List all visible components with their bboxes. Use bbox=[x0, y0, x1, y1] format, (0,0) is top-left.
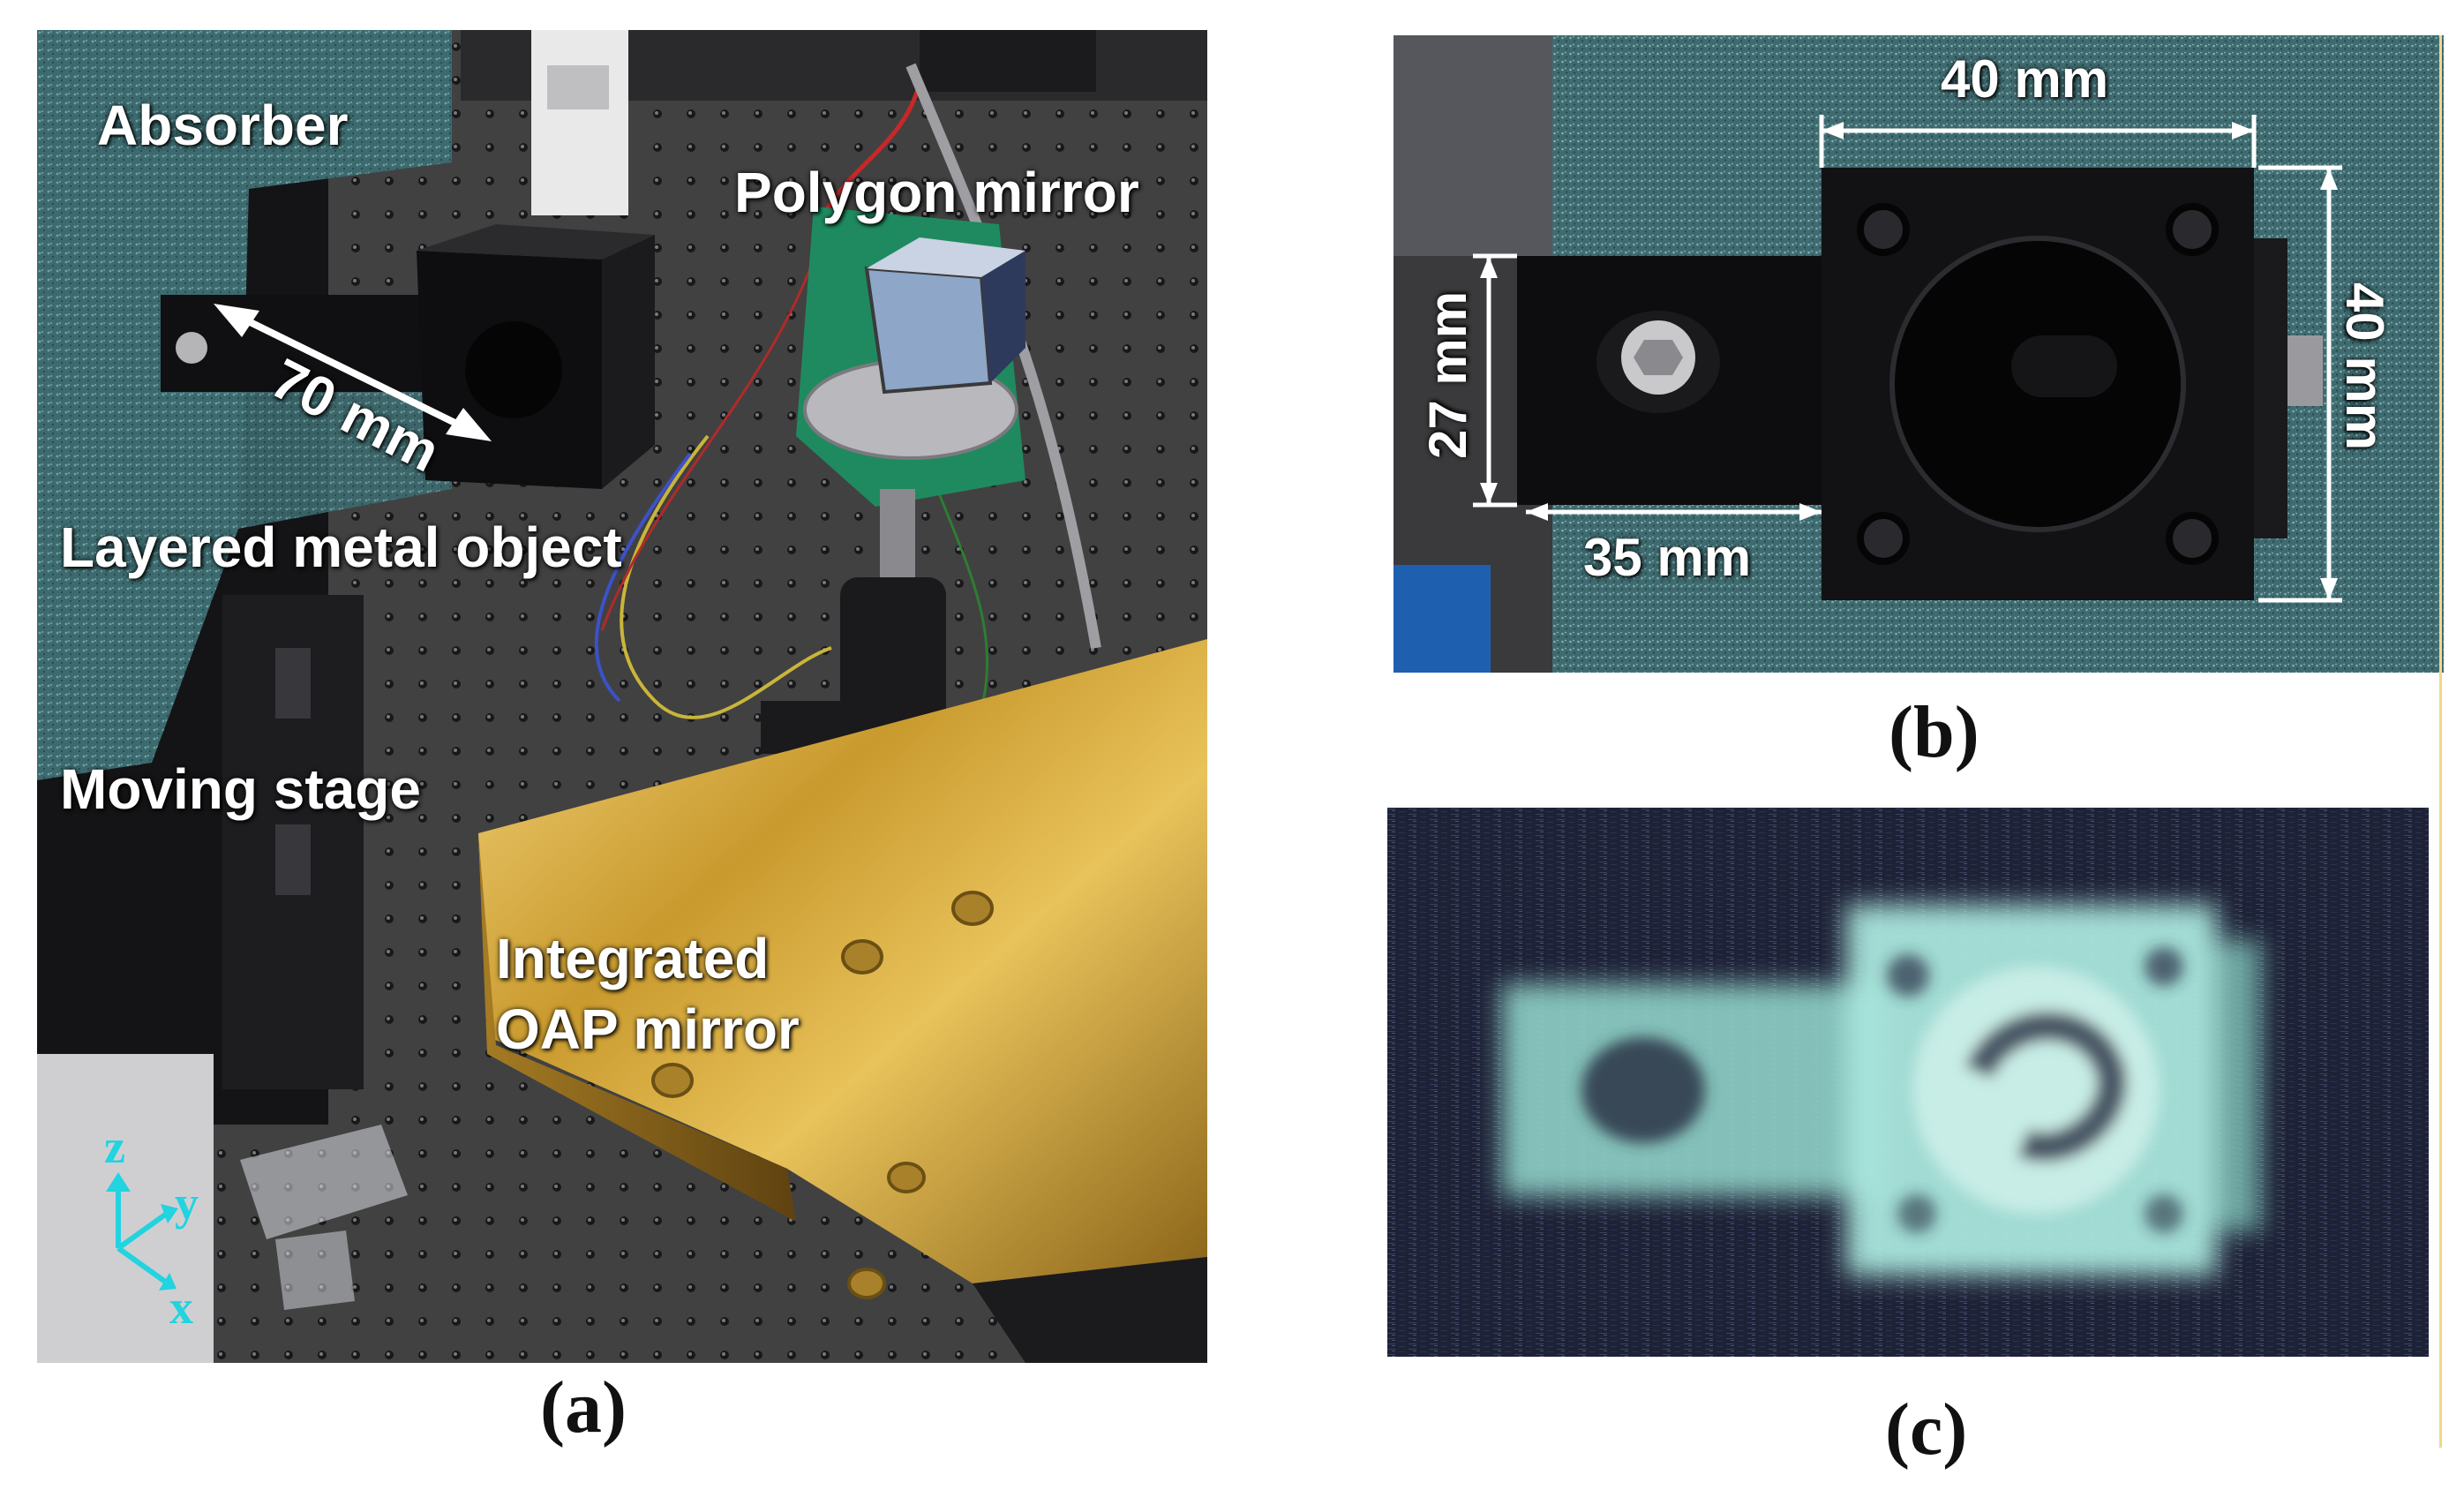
dim-left-height: 27 mm bbox=[1418, 290, 1477, 459]
controller-box bbox=[531, 30, 628, 215]
caption-b: (b) bbox=[1889, 691, 1979, 773]
axis-label-z: z bbox=[104, 1120, 125, 1173]
polygon-mirror-cube bbox=[864, 266, 993, 395]
dim-bottom-width: 35 mm bbox=[1583, 528, 1752, 587]
label-layered-metal-object: Layered metal object bbox=[60, 515, 622, 579]
label-absorber: Absorber bbox=[97, 94, 349, 157]
label-moving-stage: Moving stage bbox=[60, 757, 421, 821]
mount-bracket bbox=[161, 295, 461, 392]
caption-a: (a) bbox=[540, 1366, 627, 1449]
axis-label-x: x bbox=[169, 1281, 193, 1334]
photo-panel-b: 40 mm 40 mm 27 mm 35 mm bbox=[1394, 35, 2444, 673]
dimension-lines bbox=[1473, 115, 2342, 603]
dim-top-width: 40 mm bbox=[1941, 49, 2109, 109]
thz-image-panel-c bbox=[1387, 808, 2429, 1357]
object-closeup-photo bbox=[1394, 35, 2444, 673]
label-polygon-mirror: Polygon mirror bbox=[734, 161, 1139, 224]
absorber-foam bbox=[37, 30, 452, 780]
axis-label-y: y bbox=[175, 1177, 199, 1230]
dim-right-height: 40 mm bbox=[2335, 282, 2394, 451]
blue-cloth bbox=[1394, 565, 1491, 673]
page-edge-line bbox=[2439, 35, 2442, 1448]
terahertz-reconstruction-image bbox=[1387, 808, 2429, 1357]
label-oap-line1: Integrated bbox=[496, 927, 770, 990]
label-oap-line2: OAP mirror bbox=[496, 997, 800, 1061]
caption-c: (c) bbox=[1885, 1388, 1968, 1471]
floor-panel bbox=[37, 1054, 214, 1363]
coordinate-axes bbox=[106, 1172, 178, 1291]
photo-panel-a: Absorber Polygon mirror 70 mm Layered me… bbox=[37, 30, 1207, 1363]
post-holder bbox=[840, 577, 946, 736]
experimental-setup-photo bbox=[37, 30, 1207, 1363]
dimension-arrow-70mm bbox=[225, 307, 480, 438]
bolt bbox=[176, 332, 207, 364]
